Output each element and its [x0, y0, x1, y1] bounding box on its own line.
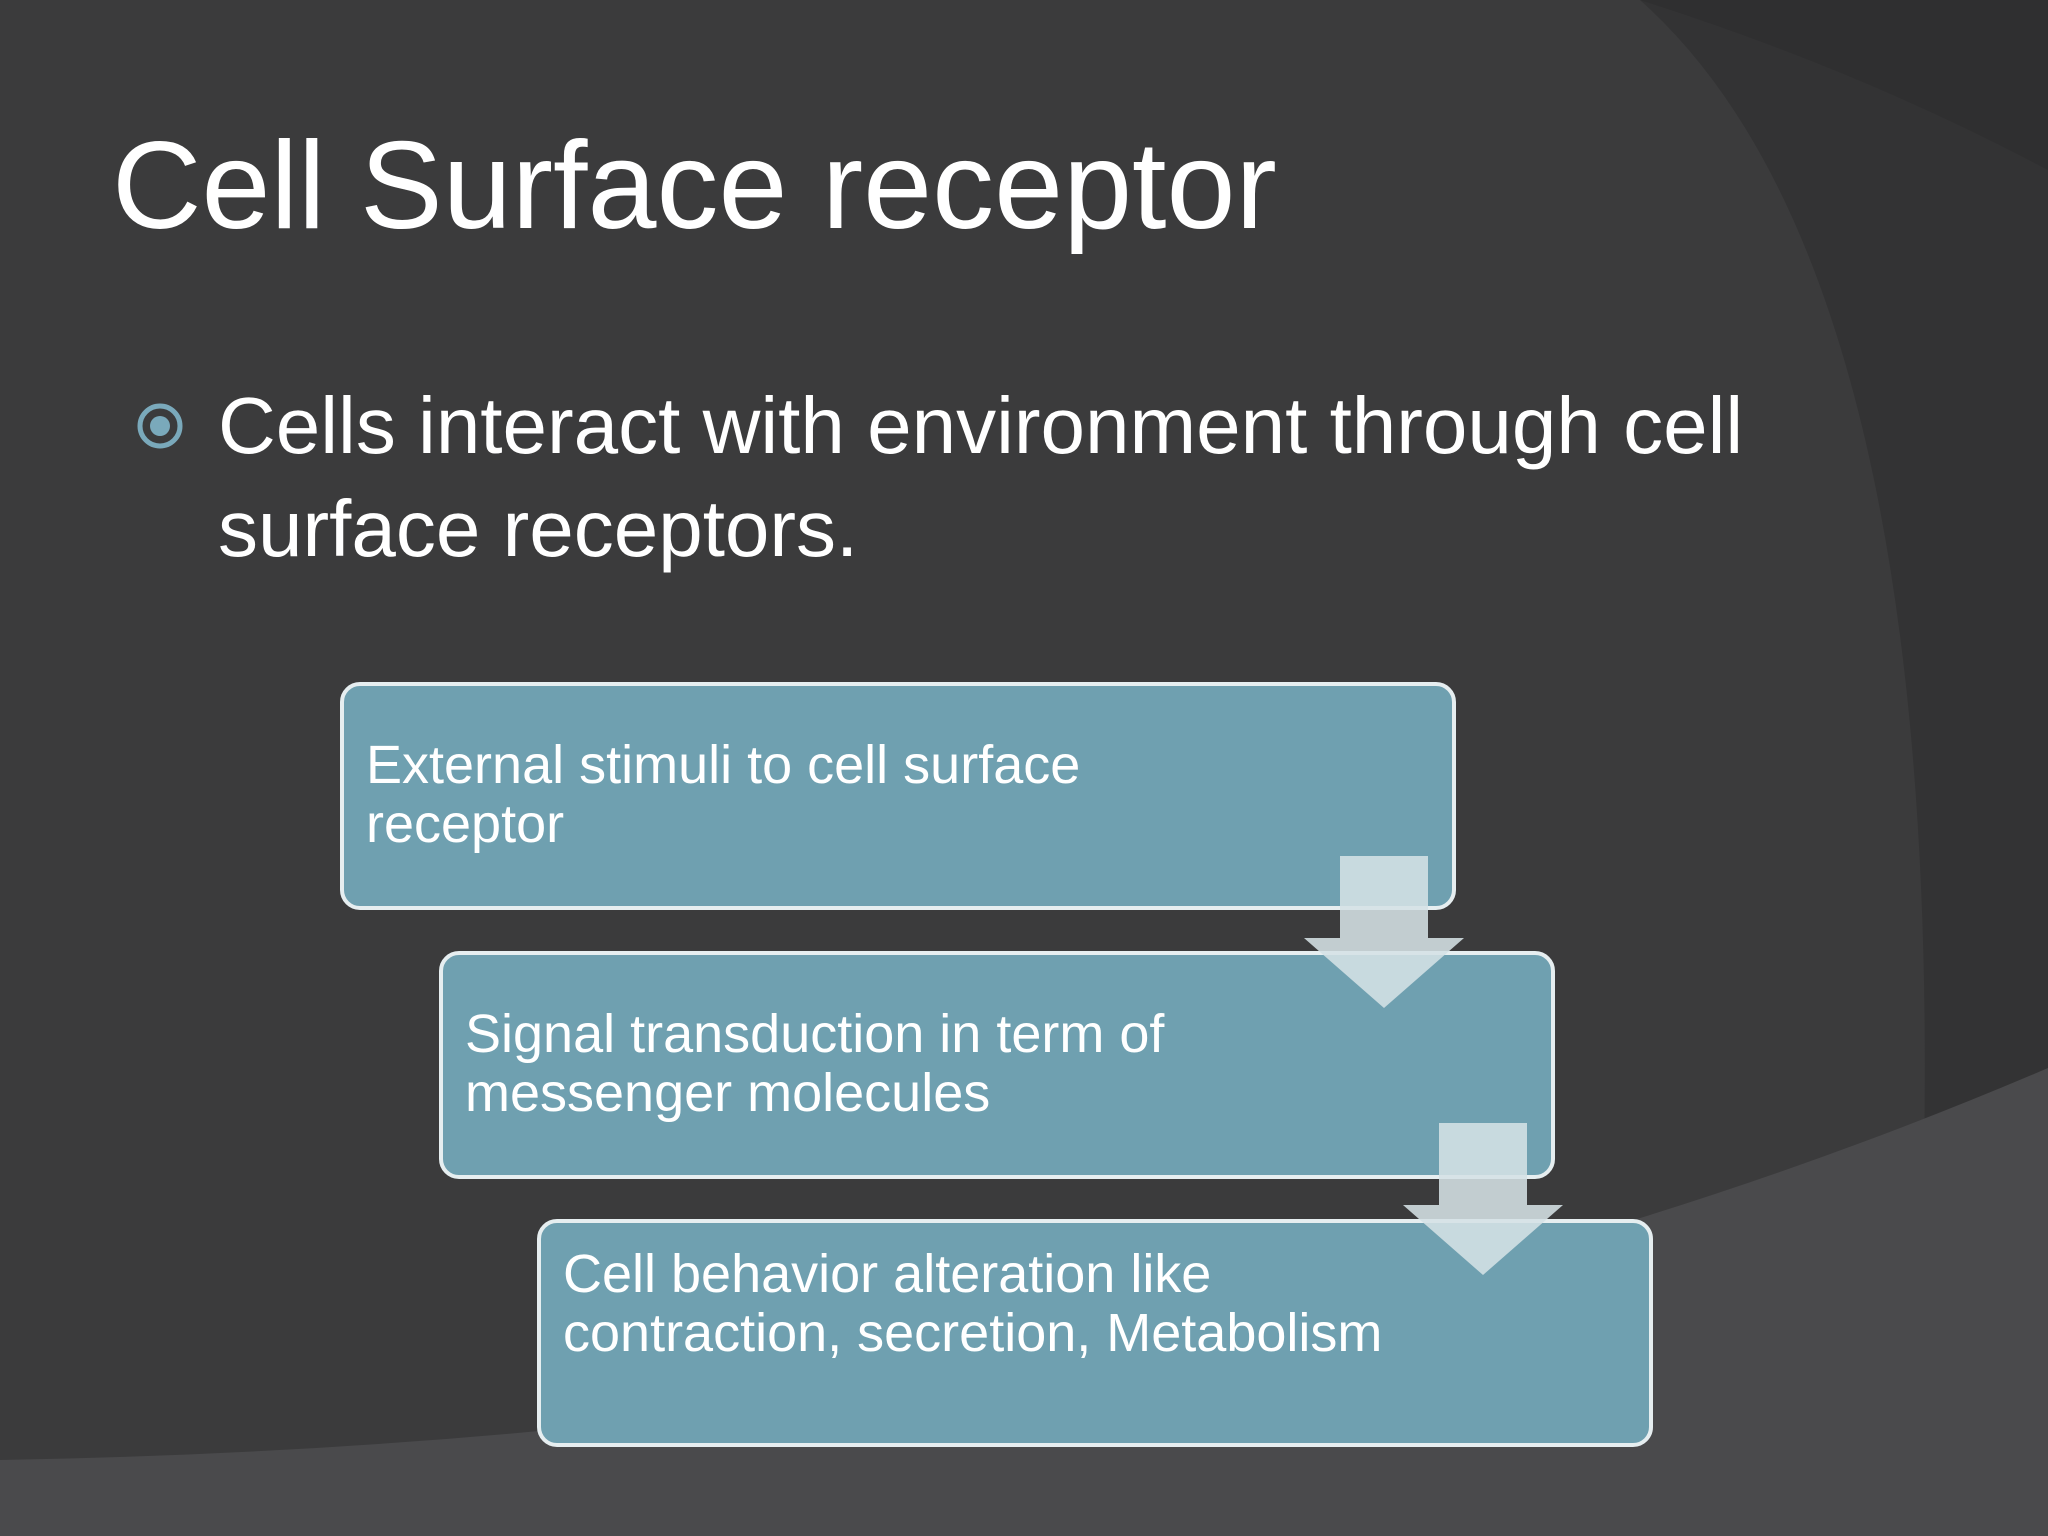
background-corner-shape: [1640, 0, 2048, 170]
process-step-1-text: External stimuli to cell surface recepto…: [366, 735, 1081, 854]
slide-title: Cell Surface receptor: [112, 117, 1277, 255]
bullet-text: Cells interact with environment through …: [218, 381, 1744, 573]
down-arrow-icon: [1403, 1123, 1563, 1275]
process-step-3: Cell behavior alteration like contractio…: [537, 1219, 1653, 1447]
process-step-1: External stimuli to cell surface recepto…: [340, 682, 1456, 910]
process-step-3-text: Cell behavior alteration like contractio…: [563, 1244, 1383, 1363]
down-arrow-icon: [1304, 856, 1464, 1008]
circle-bullet-icon: [137, 403, 183, 449]
process-step-2-text: Signal transduction in term of messenger…: [465, 1004, 1165, 1123]
